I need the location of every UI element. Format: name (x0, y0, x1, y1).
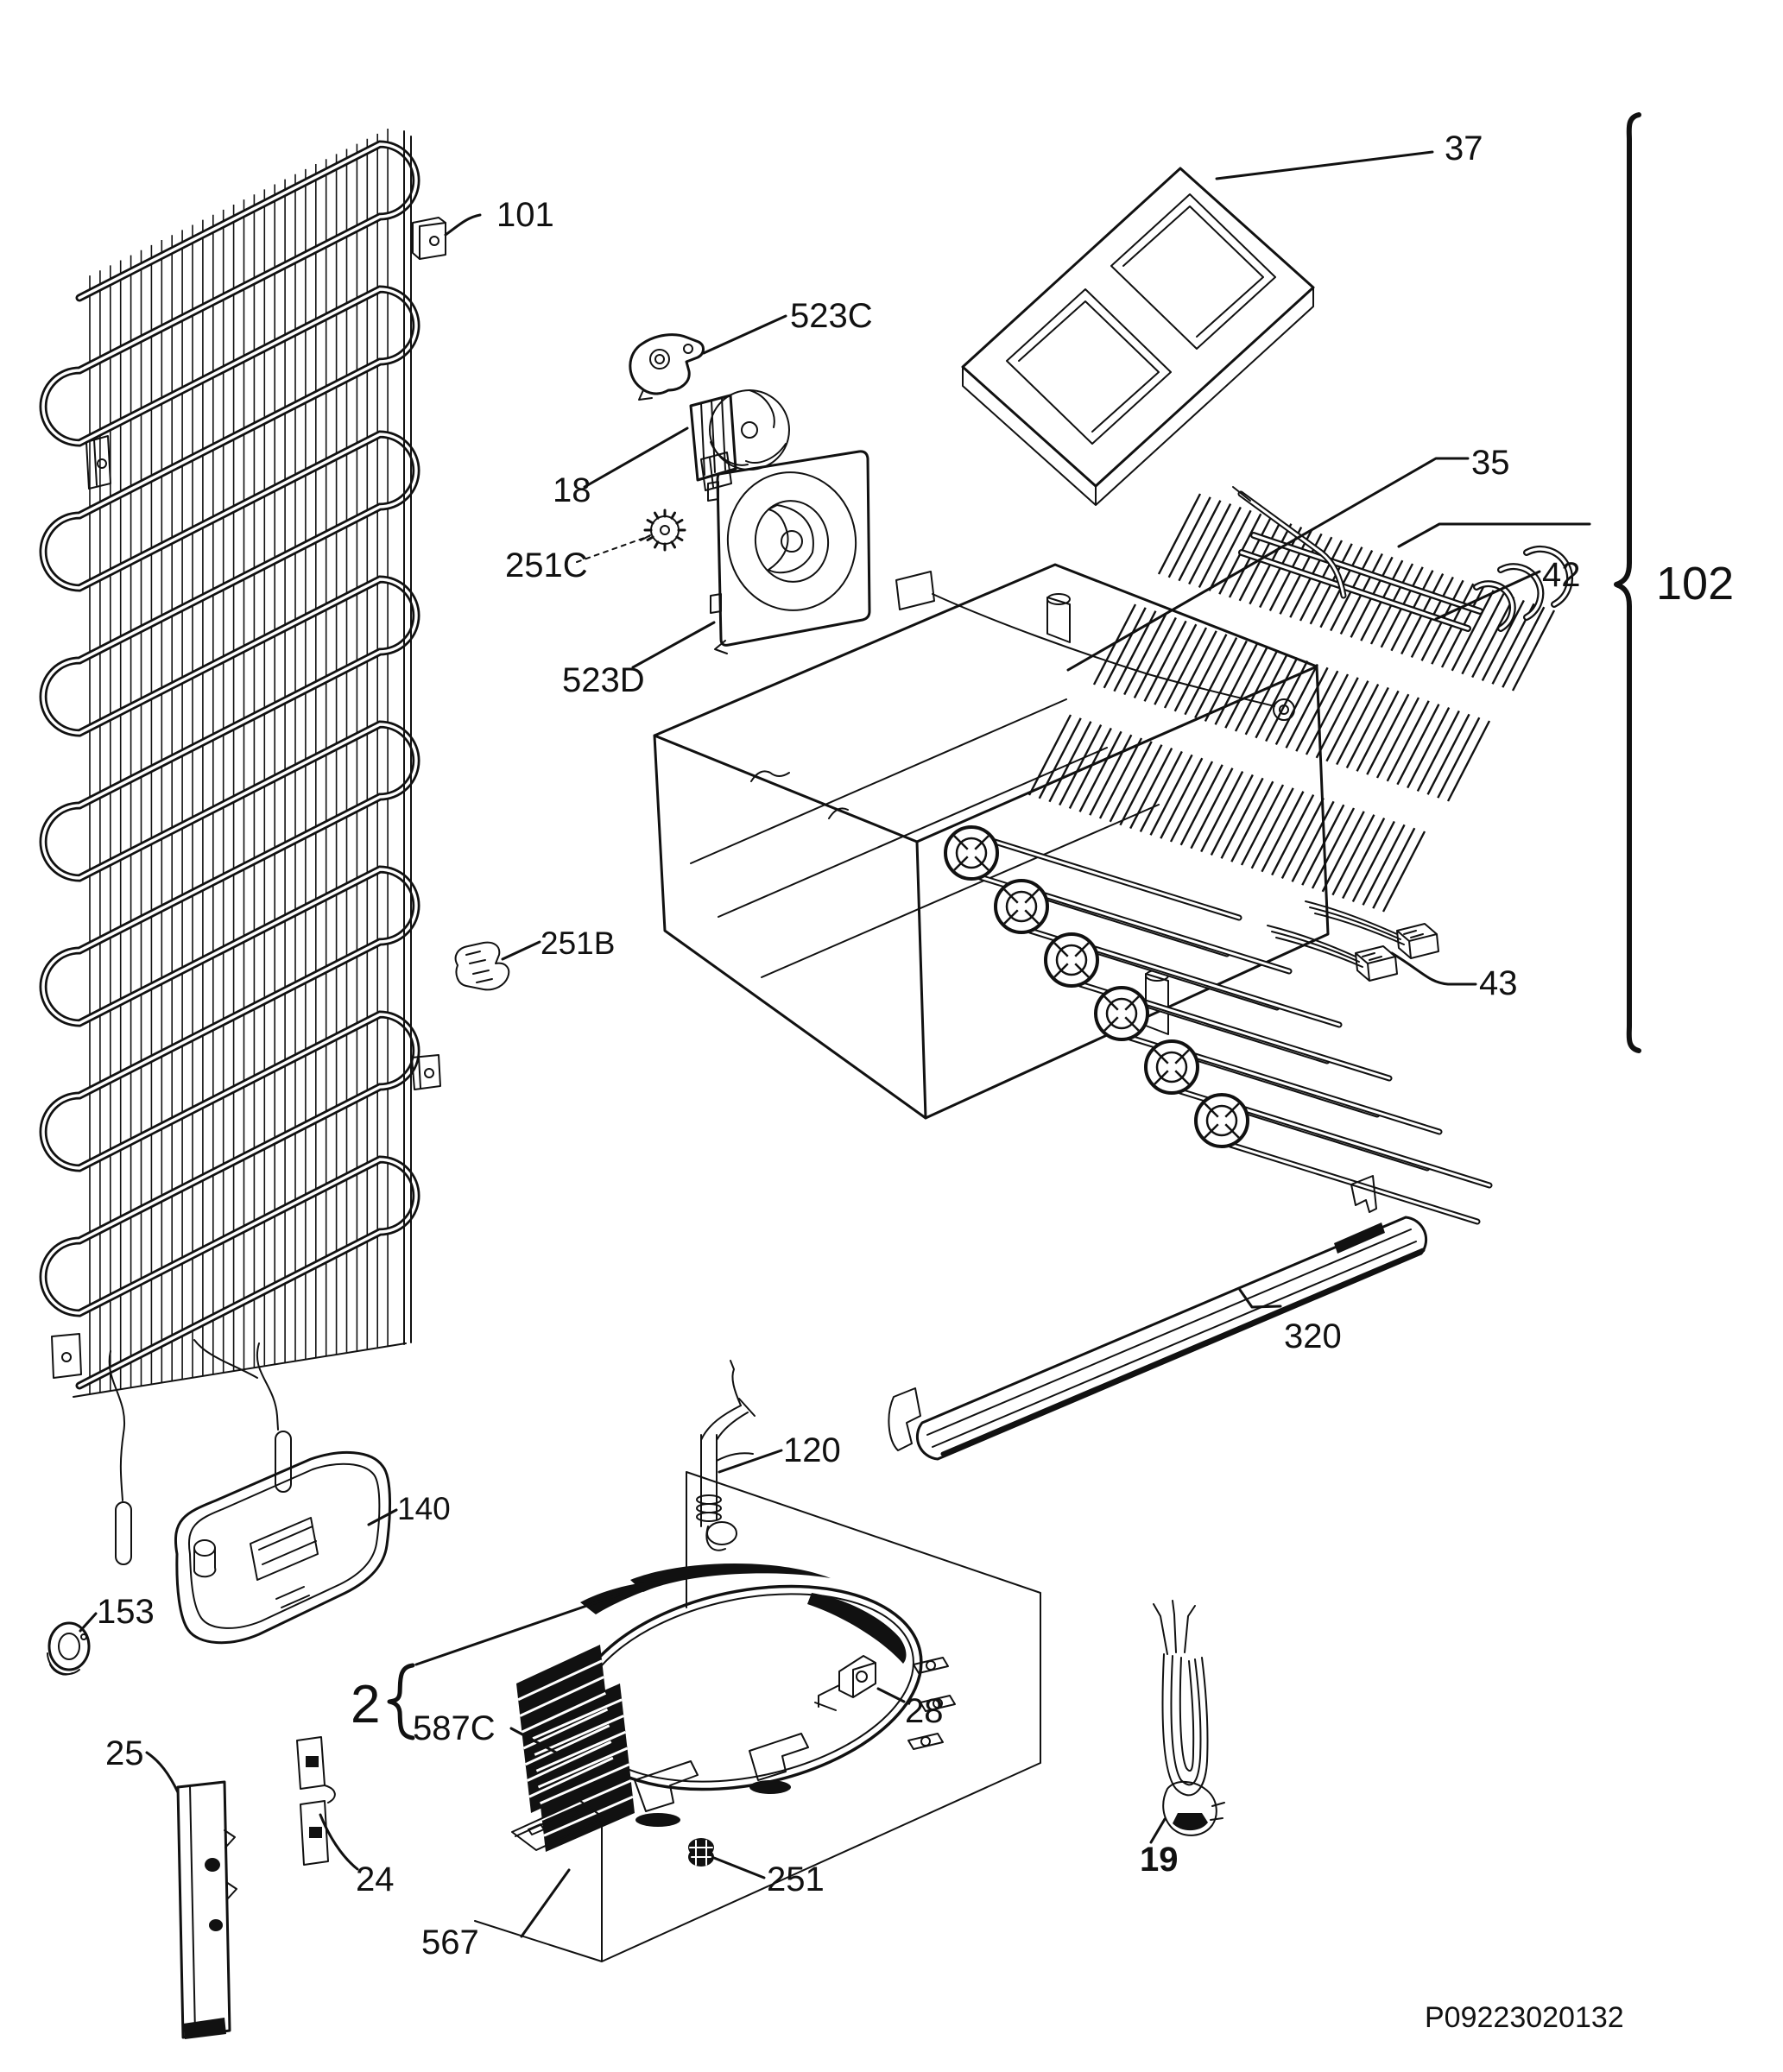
fan-shroud-523D (707, 450, 871, 654)
label-153: 153 (97, 1593, 155, 1631)
label-102: 102 (1656, 558, 1734, 610)
label-35: 35 (1471, 444, 1510, 482)
leader-140 (367, 1508, 398, 1526)
label-251: 251 (767, 1860, 825, 1898)
leader-153 (79, 1612, 98, 1633)
brace-102 (1614, 112, 1641, 1053)
connectors-43 (1267, 900, 1439, 982)
drain-tray-140 (174, 1450, 391, 1645)
label-19: 19 (1140, 1841, 1179, 1879)
label-101: 101 (496, 196, 554, 234)
label-2: 2 (351, 1675, 380, 1734)
leader-523C (702, 314, 787, 355)
leader-251C (576, 535, 650, 563)
leader-24 (319, 1813, 359, 1871)
label-320: 320 (1284, 1317, 1342, 1355)
leader-251B (501, 940, 541, 961)
condenser-grid (39, 128, 446, 1565)
leader-25 (145, 1751, 180, 1794)
condenser-vertical-wires (89, 128, 389, 1395)
leader-320 (1238, 1288, 1282, 1309)
leader-43 (1390, 951, 1477, 986)
mounting-plate-567 (511, 1800, 605, 1851)
evaporator-42 (944, 486, 1573, 1225)
condenser-bracket-bottom-left (51, 1333, 82, 1379)
clip-251B (454, 941, 510, 991)
leader-523D (631, 621, 716, 669)
power-cord-19 (1153, 1600, 1225, 1836)
label-251C: 251C (505, 546, 588, 584)
label-37: 37 (1445, 130, 1483, 167)
fan-bracket-523C (629, 333, 705, 401)
leader-35b (1397, 522, 1591, 548)
label-18: 18 (553, 471, 591, 509)
brace-2 (387, 1663, 415, 1740)
fan-gear-251C (640, 509, 686, 552)
label-523C: 523C (790, 297, 873, 335)
top-tray-37 (961, 167, 1315, 506)
thermostat-120 (696, 1360, 756, 1551)
evaporator-fins (1027, 493, 1556, 913)
leader-567 (520, 1868, 571, 1938)
part-labels: 101 523C 18 251C 523D 37 35 42 102 251B … (97, 130, 1734, 1961)
label-523D: 523D (562, 661, 645, 699)
terminal-24 (296, 1736, 336, 1866)
label-28: 28 (905, 1692, 944, 1730)
label-42: 42 (1542, 556, 1581, 594)
label-43: 43 (1479, 964, 1518, 1002)
grommet-153 (47, 1621, 91, 1676)
leader-28 (876, 1687, 906, 1703)
leader-lines (79, 150, 1591, 1938)
gear-teeth (643, 509, 686, 552)
leader-18 (583, 426, 689, 489)
condenser-bracket-left (85, 435, 111, 490)
label-567: 567 (421, 1924, 479, 1961)
leader-101 (444, 213, 482, 237)
bracket-28 (814, 1655, 876, 1711)
leader-35 (1066, 457, 1470, 672)
compressor-fin-slats (517, 1659, 634, 1837)
condenser-bracket-top-101 (412, 217, 446, 260)
condenser-outlet-tubes (108, 1339, 292, 1565)
leader-587C (509, 1727, 560, 1755)
condenser-bottom-edge (73, 1342, 407, 1398)
leader-2 (414, 1592, 623, 1666)
compressor-boundary-box (474, 1471, 1041, 1962)
leader-19 (1149, 1817, 1167, 1844)
label-140: 140 (397, 1491, 451, 1526)
document-part-number: P09223020132 (1425, 2001, 1624, 2034)
label-24: 24 (356, 1860, 395, 1898)
grommet-nut-251 (688, 1838, 714, 1867)
condenser-serpentine-tube (39, 140, 420, 1390)
leader-37 (1215, 150, 1434, 180)
evaporator-tube-loops (944, 825, 1493, 1225)
leader-251 (712, 1856, 766, 1879)
leader-42 (1434, 570, 1541, 621)
door-rail-320 (888, 1175, 1428, 1461)
compressor-587C (516, 1563, 956, 1852)
label-120: 120 (783, 1431, 841, 1469)
label-251B: 251B (541, 925, 615, 961)
leader-120 (718, 1449, 783, 1474)
label-25: 25 (105, 1734, 144, 1772)
side-plate-25 (176, 1780, 237, 2039)
label-587C: 587C (413, 1709, 496, 1747)
condenser-bracket-right-lower (411, 1054, 441, 1090)
